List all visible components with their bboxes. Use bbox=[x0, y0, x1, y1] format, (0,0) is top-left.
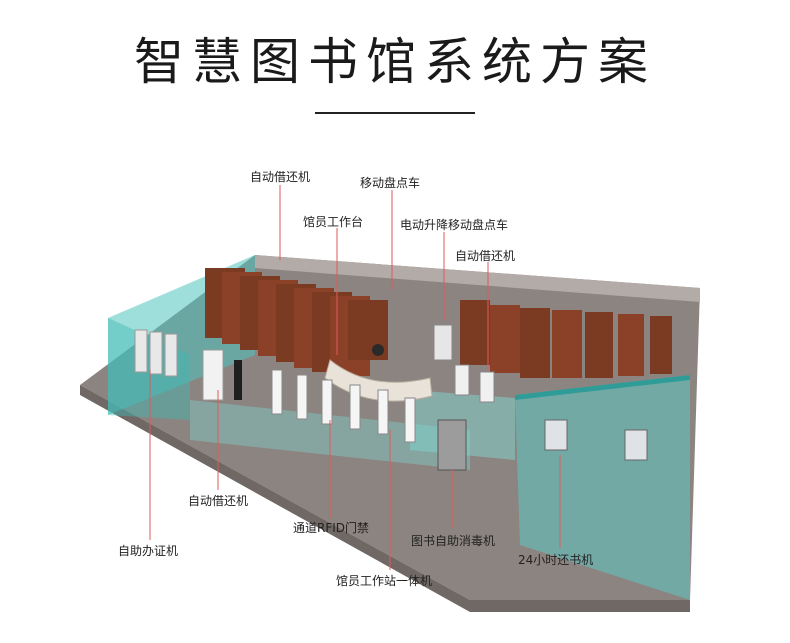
bookshelf bbox=[650, 316, 672, 374]
right-bookshelves bbox=[460, 300, 672, 378]
left-bookshelves bbox=[205, 268, 388, 376]
disinfection-machine bbox=[437, 419, 467, 471]
right-glass-room-top bbox=[515, 375, 690, 400]
label-return-machine-24h: 24小时还书机 bbox=[518, 553, 594, 567]
gate bbox=[404, 397, 416, 443]
return-machine-24h-unit bbox=[624, 429, 648, 461]
bookshelf bbox=[585, 312, 613, 378]
label-librarian-desk: 馆员工作台 bbox=[303, 215, 364, 229]
bookshelf bbox=[460, 300, 490, 365]
back-wall bbox=[255, 255, 700, 302]
gate bbox=[349, 384, 361, 430]
librarian-figure bbox=[372, 344, 384, 356]
kiosk bbox=[149, 331, 163, 375]
card-issuing-kiosks bbox=[134, 329, 178, 377]
bookshelf bbox=[618, 314, 644, 376]
title-underline bbox=[315, 112, 475, 114]
floor-front-edge bbox=[80, 385, 470, 612]
self-service-kiosk-right bbox=[479, 371, 495, 403]
label-right-self-service: 自动借还机 bbox=[455, 249, 516, 263]
gate bbox=[296, 374, 308, 420]
floor-right-edge bbox=[470, 600, 690, 612]
kiosk bbox=[134, 329, 148, 373]
staff-figure bbox=[234, 360, 242, 400]
bookshelf bbox=[552, 310, 582, 378]
lift-inventory-cart bbox=[433, 324, 453, 361]
page-title: 智慧图书馆系统方案 bbox=[134, 33, 656, 91]
label-left-self-service: 自动借还机 bbox=[188, 494, 249, 508]
gate bbox=[271, 369, 283, 415]
label-librarian-all-in-one: 馆员工作站一体机 bbox=[336, 574, 433, 588]
kiosk bbox=[164, 333, 178, 377]
gate bbox=[321, 379, 333, 425]
label-top-self-service: 自动借还机 bbox=[250, 170, 311, 184]
label-lift-inventory-cart: 电动升降移动盘点车 bbox=[400, 218, 509, 232]
self-service-kiosk-right bbox=[454, 364, 470, 396]
gate bbox=[377, 389, 389, 435]
return-machine-24h-unit bbox=[544, 419, 568, 451]
pointer-lines bbox=[149, 185, 561, 570]
left-glass-room-front bbox=[108, 318, 190, 420]
self-service-kiosk-left bbox=[202, 349, 224, 401]
bookshelf bbox=[490, 305, 520, 373]
rfid-gates bbox=[271, 369, 416, 443]
label-inventory-cart: 移动盘点车 bbox=[360, 176, 421, 190]
label-book-disinfection: 图书自助消毒机 bbox=[411, 534, 496, 548]
label-card-issuing-machine: 自助办证机 bbox=[118, 544, 179, 558]
bookshelf bbox=[520, 308, 550, 378]
label-rfid-gate: 通道RFID门禁 bbox=[293, 521, 370, 535]
